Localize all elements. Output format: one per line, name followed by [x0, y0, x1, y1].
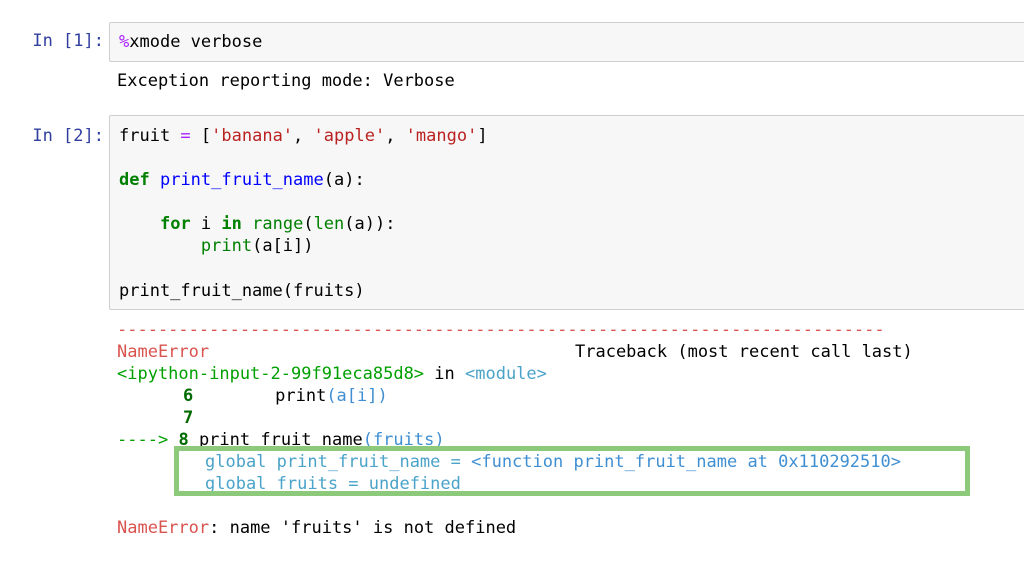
code-line-3: for i in range(len(a)):: [159, 214, 396, 234]
traceback-line-8: ----> 8 print_fruit_name(fruits): [117, 430, 445, 450]
traceback-line-6: 6 print(a[i]): [183, 386, 388, 406]
cell1-input[interactable]: %xmode verbose: [109, 22, 1024, 62]
magic-command: xmode verbose: [129, 32, 263, 52]
traceback-input-ref-line: <ipython-input-2-99f91eca85d8> in <modul…: [117, 364, 547, 384]
code-line-2: def print_fruit_name(a):: [119, 170, 365, 190]
traceback-error-name: NameError: [117, 342, 210, 362]
traceback-line-7: 7: [183, 408, 194, 428]
cell1-prompt: In [1]:: [32, 31, 104, 51]
traceback-dashes: ----------------------------------------…: [117, 320, 885, 340]
code-line-4: print(a[i]): [200, 236, 314, 256]
magic-percent: %: [119, 32, 130, 52]
code-line-5: print_fruit_name(fruits): [119, 281, 365, 301]
traceback-global-2: global fruits = undefined: [205, 474, 461, 494]
highlight-box: [174, 446, 970, 496]
cell2-input[interactable]: fruit = ['banana', 'apple', 'mango'] def…: [109, 115, 1024, 310]
traceback-header: Traceback (most recent call last): [575, 342, 913, 362]
traceback-global-1: global print_fruit_name = <function prin…: [205, 452, 901, 472]
final-error-line: NameError: name 'fruits' is not defined: [117, 518, 517, 538]
code-line-1: fruit = ['banana', 'apple', 'mango']: [119, 126, 488, 146]
cell1-code-line: %xmode verbose: [119, 31, 262, 53]
cell1-output: Exception reporting mode: Verbose: [117, 71, 455, 91]
cell2-prompt: In [2]:: [32, 126, 104, 146]
